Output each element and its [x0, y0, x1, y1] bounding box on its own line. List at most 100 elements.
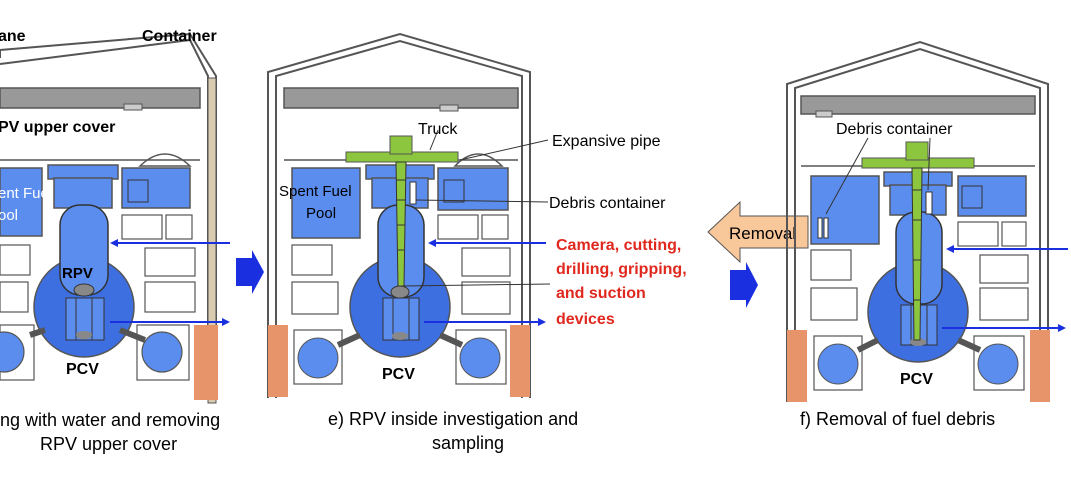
panel-e-torus-box	[293, 329, 343, 385]
panel-d-upper-cover	[138, 153, 192, 167]
panel-f-vent-pipe	[856, 337, 982, 353]
label-spent-fuel-pool-d2: ool	[0, 207, 18, 224]
panel-f-right-pool	[957, 175, 1027, 217]
panel-d-box	[121, 214, 163, 240]
panel-f-inflow-arrowhead	[946, 245, 954, 253]
panel-d-right-pool	[121, 167, 191, 209]
panel-e-box	[461, 281, 511, 315]
panel-e-truck-head	[389, 135, 413, 155]
panel-f-orange-base-left	[787, 330, 807, 402]
label-pcv-d: PCV	[66, 361, 99, 378]
panel-e-torus-box	[455, 329, 507, 385]
panel-f-torus-box	[973, 335, 1025, 391]
label-devices-line4: devices	[556, 311, 615, 328]
panel-e-box	[291, 244, 333, 276]
panel-f-leader	[927, 137, 931, 191]
caption-e-line2: sampling	[432, 433, 504, 453]
panel-d-torus-box	[0, 324, 35, 381]
panel-e-torus	[297, 337, 339, 379]
panel-d-debris	[73, 283, 95, 297]
panel-d-outflow-arrowhead	[222, 318, 230, 326]
panel-d-inflow-arrowhead	[110, 239, 118, 247]
panel-e-right-pool	[437, 167, 509, 211]
step-arrow-icon	[730, 262, 758, 308]
label-container: Container	[142, 28, 217, 45]
panel-f-box	[979, 287, 1029, 321]
panel-f-building-inner	[794, 47, 1041, 402]
label-devices-line2: drilling, gripping,	[556, 261, 687, 278]
label-debris-container-f: Debris container	[836, 121, 953, 138]
removal-arrow-icon: Removal	[707, 200, 809, 264]
label-crane: ane	[0, 28, 26, 45]
panel-d-pcv-cap	[47, 164, 119, 180]
panel-e-building-outer	[267, 32, 531, 398]
panel-e-building-inner	[275, 39, 523, 398]
label-debris-container-e: Debris container	[549, 195, 666, 212]
panel-d-pcv-neck	[53, 177, 113, 209]
panel-e-dome	[453, 153, 504, 167]
panel-e-orange-base-left	[268, 325, 288, 397]
label-rpv-upper-cover: PV upper cover	[0, 119, 115, 136]
label-spent-fuel-pool-e1: Spent Fuel	[279, 183, 352, 200]
panel-e: Truck Expansive pipe Spent Fuel Pool Deb…	[267, 32, 687, 453]
panel-f-torus	[977, 343, 1019, 385]
panel-d-torus	[141, 331, 183, 373]
panel-e-orange-base-right	[510, 325, 530, 397]
label-devices-line3: and suction	[556, 285, 646, 302]
panel-f-pool-container	[823, 217, 829, 239]
panel-d-box	[0, 281, 29, 313]
panel-e-vent-pipe	[336, 332, 464, 348]
panel-f-orange-base-right	[1030, 330, 1050, 402]
panel-f-box	[810, 287, 858, 321]
label-rpv: RPV	[62, 265, 93, 282]
label-pcv-e: PCV	[382, 366, 415, 383]
panel-d-right-wall	[207, 77, 217, 404]
panel-f-right-pool-rack	[961, 185, 983, 209]
panel-f-expansive-pipe	[911, 167, 923, 341]
panel-e-debris-container	[409, 181, 417, 205]
panel-d: ane Container PV upper cover ent Fuel oo…	[0, 28, 230, 454]
caption-e-line1: e) RPV inside investigation and	[328, 409, 578, 429]
label-removal: Removal	[729, 224, 796, 243]
panel-d-crane-trolley	[123, 103, 143, 111]
panel-f-debris-container	[925, 191, 933, 215]
panel-e-inflow-arrowhead	[428, 239, 436, 247]
panel-e-crane	[283, 87, 519, 109]
panel-d-box	[144, 281, 196, 313]
panel-e-outflow-arrowhead	[538, 318, 546, 326]
panel-f-box	[1001, 221, 1027, 247]
panel-d-debris-bottom	[76, 331, 92, 339]
panel-e-torus	[459, 337, 501, 379]
panel-f-building-outer	[786, 40, 1049, 402]
step-arrow-icon	[236, 250, 264, 294]
panel-f: Debris container PCV f) Removal of fuel …	[786, 40, 1068, 429]
panel-e-spent-fuel-pool	[291, 167, 361, 239]
label-truck: Truck	[418, 121, 458, 138]
panel-f-torus-box	[813, 335, 863, 391]
label-pcv-f: PCV	[900, 371, 933, 388]
panel-d-crane	[0, 87, 201, 109]
panel-f-torus	[817, 343, 859, 385]
panel-e-expansive-pipe	[395, 161, 407, 287]
panel-e-box	[437, 214, 479, 240]
panel-d-spent-fuel-pool	[0, 167, 43, 237]
panel-e-debris	[390, 285, 410, 299]
panel-f-outflow-arrowhead	[1058, 324, 1066, 332]
panel-f-crane-trolley	[815, 110, 833, 118]
panel-f-pool-container	[817, 217, 823, 239]
panel-e-box	[291, 281, 339, 315]
panel-d-orange-base	[194, 325, 218, 400]
panel-d-torus-box	[136, 324, 190, 381]
panel-f-box	[810, 249, 852, 281]
panel-f-truck-head	[905, 141, 929, 161]
caption-f: f) Removal of fuel debris	[800, 409, 995, 429]
panel-e-expansive-pipe-leader	[459, 139, 549, 161]
panel-f-box	[979, 254, 1029, 284]
panel-f-box	[957, 221, 999, 247]
label-expansive-pipe: Expansive pipe	[552, 133, 661, 150]
panel-f-crane	[800, 95, 1036, 115]
panel-d-vent-pipe	[29, 327, 147, 343]
panel-e-crane-trolley	[439, 104, 459, 112]
panel-e-right-pool-rack	[443, 179, 465, 203]
